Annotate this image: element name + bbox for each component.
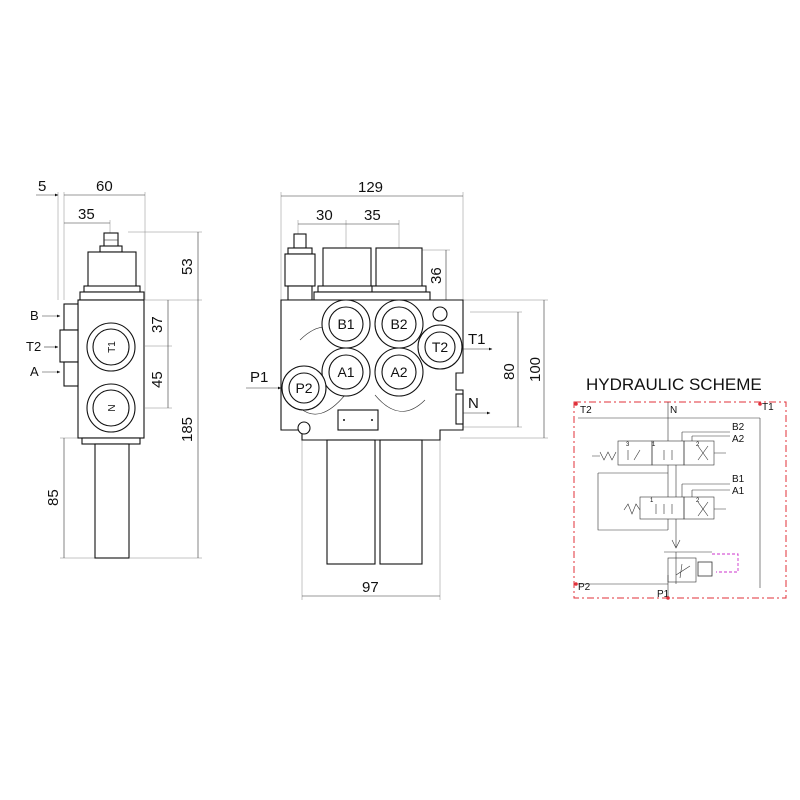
port-b1: B1 (337, 316, 354, 332)
dim-5: 5 (38, 178, 46, 195)
label-a: A (30, 364, 39, 379)
hydraulic-scheme: HYDRAULIC SCHEME T2 N T1 P2 P1 3 1 2 1 2 (573, 375, 787, 600)
dim-80: 80 (501, 363, 518, 380)
spool-upper-pos-2: 2 (696, 442, 700, 448)
scheme-t2: T2 (580, 405, 592, 416)
port-a2: A2 (390, 364, 407, 380)
dim-53: 53 (179, 258, 196, 275)
dim-35: 35 (78, 206, 95, 223)
dim-100: 100 (527, 357, 544, 382)
front-view: 129 30 35 36 80 100 97 (246, 179, 548, 600)
port-p2: P2 (295, 380, 312, 396)
port-t2: T2 (432, 339, 449, 355)
spool-lower-pos-1: 1 (650, 498, 654, 504)
port-a1: A1 (337, 364, 354, 380)
dim-30: 30 (316, 207, 333, 224)
spool-upper-pos-3: 3 (626, 442, 630, 448)
scheme-p2: P2 (578, 582, 591, 593)
label-t1: T1 (468, 331, 486, 348)
port-b2: B2 (390, 316, 407, 332)
dim-36: 36 (428, 267, 445, 284)
label-n: N (468, 395, 479, 412)
label-p1: P1 (250, 369, 268, 386)
scheme-t1: T1 (762, 402, 774, 413)
side-port-n: N (107, 404, 118, 411)
scheme-n: N (670, 405, 677, 416)
scheme-a1: A1 (732, 486, 745, 497)
dim-185: 185 (179, 417, 196, 442)
dim-45: 45 (149, 371, 166, 388)
scheme-title: HYDRAULIC SCHEME (586, 375, 762, 394)
dim-35b: 35 (364, 207, 381, 224)
dim-97: 97 (362, 579, 379, 596)
dim-60: 60 (96, 178, 113, 195)
scheme-b1: B1 (732, 474, 745, 485)
label-b: B (30, 308, 39, 323)
label-t2: T2 (26, 339, 41, 354)
dim-129: 129 (358, 179, 383, 196)
dim-85: 85 (45, 489, 62, 506)
side-port-t1: T1 (107, 341, 118, 353)
side-view: 5 60 35 53 37 45 185 85 (26, 178, 202, 559)
spool-upper-pos-1: 1 (652, 442, 656, 448)
dim-37: 37 (149, 316, 166, 333)
scheme-a2: A2 (732, 434, 745, 445)
spool-lower-pos-2: 2 (696, 498, 700, 504)
scheme-b2: B2 (732, 422, 745, 433)
scheme-p1: P1 (657, 589, 670, 600)
